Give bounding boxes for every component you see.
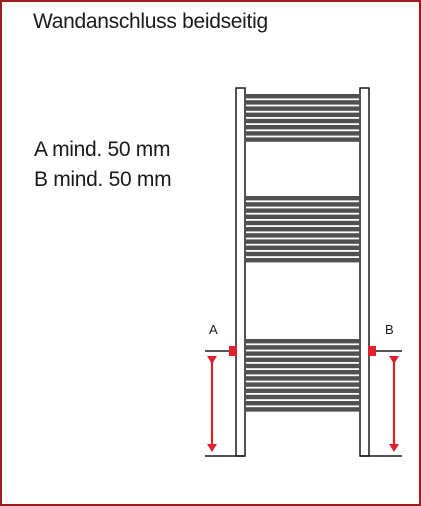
radiator-bar-bottom-7 — [245, 376, 360, 381]
bar-group-top — [245, 94, 360, 142]
bar-group-bottom — [245, 339, 360, 412]
connector-b — [368, 346, 376, 356]
marker-a-label: A — [209, 322, 218, 337]
radiator-bar-middle-11 — [245, 258, 360, 263]
spec-a-minimum-distance: A mind. 50 mm — [34, 138, 171, 161]
radiator-bar-bottom-11 — [245, 401, 360, 406]
right-rail — [359, 87, 370, 457]
radiator-bar-bottom-8 — [245, 382, 360, 387]
radiator-bar-middle-10 — [245, 251, 360, 257]
radiator-bar-middle-5 — [245, 220, 360, 226]
radiator-bar-top-8 — [245, 137, 360, 142]
radiator-bar-top-5 — [245, 118, 360, 124]
radiator-bar-middle-3 — [245, 208, 360, 213]
diagram-title: Wandanschluss beidseitig — [33, 10, 268, 33]
radiator-bar-middle-7 — [245, 233, 360, 238]
radiator-bar-middle-9 — [245, 245, 360, 250]
radiator-bar-top-2 — [245, 100, 360, 105]
radiator-bar-bottom-10 — [245, 394, 360, 400]
radiator-bar-bottom-9 — [245, 388, 360, 393]
left-rail — [235, 87, 246, 457]
radiator-bar-bottom-4 — [245, 357, 360, 362]
radiator-bar-top-7 — [245, 131, 360, 136]
radiator-bar-middle-8 — [245, 239, 360, 244]
radiator-bar-bottom-1 — [245, 339, 360, 344]
radiator-bar-middle-1 — [245, 196, 360, 201]
radiator-bar-bottom-12 — [245, 407, 360, 412]
radiator-bar-bottom-5 — [245, 363, 360, 369]
marker-b-label: B — [385, 322, 394, 337]
radiator-bar-bottom-6 — [245, 370, 360, 375]
radiator-bar-middle-4 — [245, 214, 360, 219]
radiator-bar-bottom-3 — [245, 351, 360, 356]
bar-group-middle — [245, 196, 360, 263]
radiator-bar-middle-2 — [245, 202, 360, 207]
spec-b-minimum-distance: B mind. 50 mm — [34, 168, 172, 191]
radiator-bar-top-1 — [245, 94, 360, 99]
radiator-bar-bottom-2 — [245, 345, 360, 350]
connector-a — [229, 346, 237, 356]
radiator-bar-middle-6 — [245, 227, 360, 232]
radiator-bar-top-6 — [245, 125, 360, 130]
radiator-bar-top-3 — [245, 106, 360, 111]
radiator-bar-top-4 — [245, 112, 360, 117]
